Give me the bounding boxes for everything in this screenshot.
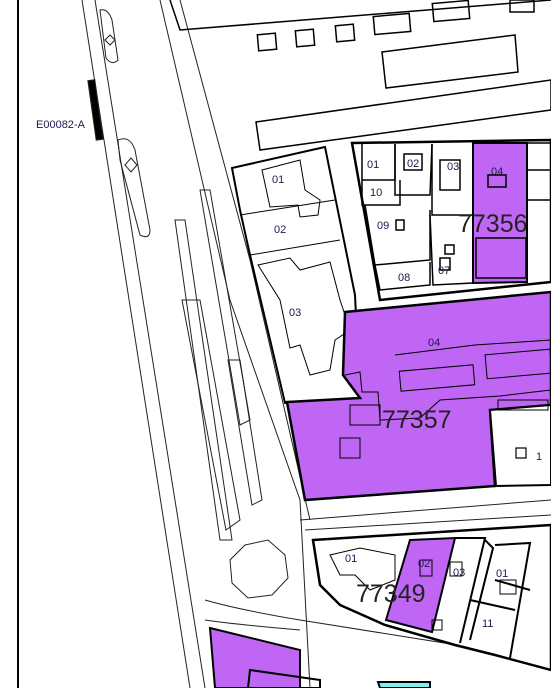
parcel-label: 07: [438, 265, 450, 277]
sheet-ref-label: E00082-A: [36, 119, 86, 131]
parcel-label: 03: [289, 307, 301, 319]
median-island-5: [227, 359, 263, 506]
parcel-label: 08: [398, 272, 410, 284]
parcel-label: 11: [482, 618, 493, 630]
parcel-77356: [472, 142, 528, 285]
south-block: [311, 523, 551, 672]
median-island-1: [117, 138, 151, 238]
north-buildings: [169, 0, 551, 151]
northeast-block: [350, 138, 551, 302]
parcel-label: 02: [418, 558, 430, 570]
roundabout: [229, 539, 289, 599]
road-curve-east-2: [304, 514, 551, 531]
road-edge-east-1: [159, 0, 311, 688]
median-island-3: [181, 299, 241, 531]
parcel-label: 01: [496, 568, 508, 580]
parcel-label: 02: [407, 158, 419, 170]
road-curve-east: [299, 499, 551, 521]
parcel-east-white: [488, 403, 551, 488]
road-curve-south-2: [204, 619, 301, 631]
road-edge-east-2: [179, 0, 311, 521]
diamond-marker-2: [124, 157, 138, 173]
parcel-label: 02: [274, 224, 286, 236]
parcel-cyan: [376, 681, 431, 688]
parcel-label: 1: [536, 451, 542, 463]
parcel-77349: [384, 536, 457, 634]
pedestrian-bar: [87, 79, 104, 141]
median-island-4: [199, 189, 251, 426]
parcel-label: 01: [345, 553, 357, 565]
left-frame-line: [17, 0, 19, 688]
median-island-6: [174, 219, 233, 541]
parcel-west-outline: [230, 145, 362, 405]
parcel-label: 01: [367, 159, 379, 171]
parcel-label: 04: [491, 166, 503, 178]
parcel-label: 10: [370, 187, 382, 199]
road-network: [81, 0, 551, 688]
parcel-label: 03: [453, 567, 465, 579]
block-label-77356: 77356: [458, 210, 528, 238]
road-edge-west-inner: [94, 0, 206, 688]
parcel-label: 04: [428, 337, 440, 349]
diamond-marker-1: [104, 34, 116, 46]
parcel-label: 09: [377, 220, 389, 232]
west-block: [230, 145, 362, 405]
central-block: [285, 290, 551, 502]
bottom-block: [208, 626, 431, 688]
median-island-2: [99, 9, 119, 64]
block-label-77357: 77357: [382, 406, 452, 434]
parcel-label: 01: [272, 174, 284, 186]
parcel-label: 03: [447, 161, 459, 173]
block-label-77349: 77349: [356, 580, 426, 608]
road-curve-south-1: [204, 599, 551, 661]
